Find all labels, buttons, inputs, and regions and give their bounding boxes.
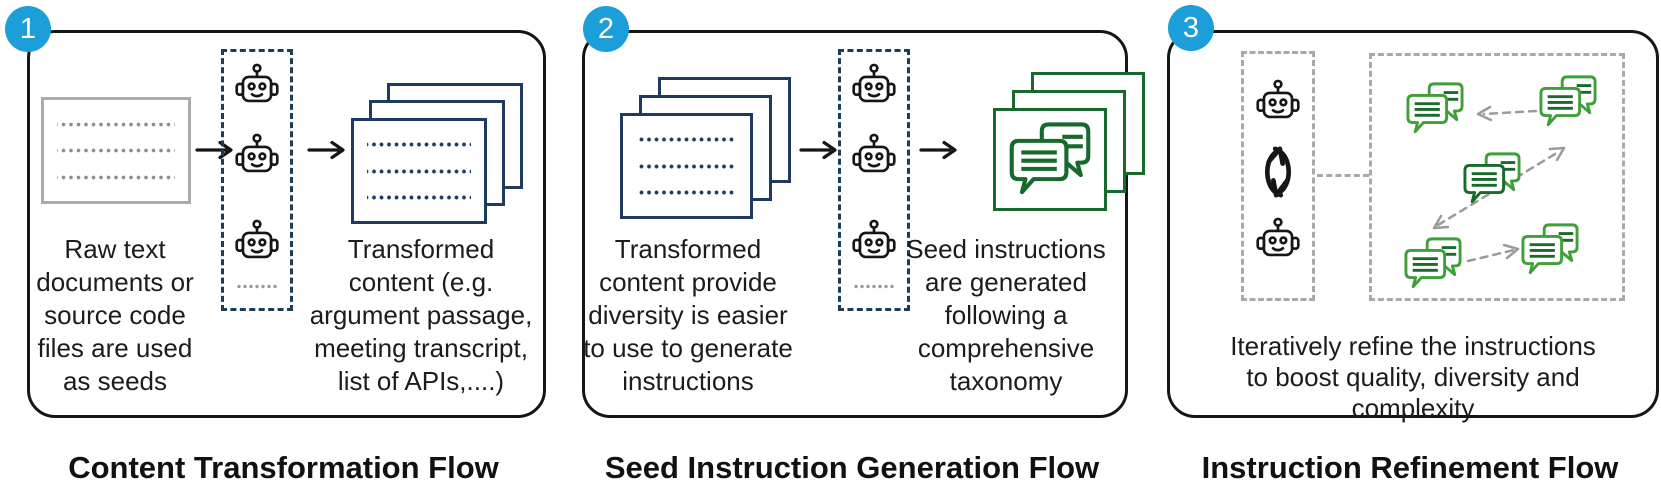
seed-instructions-label: Seed instructions are generated followin… bbox=[886, 233, 1126, 398]
robot-icon bbox=[232, 132, 282, 180]
label-line: documents or bbox=[36, 267, 194, 297]
robot-icon bbox=[849, 132, 899, 180]
robot-icon bbox=[849, 62, 899, 110]
label-line: are generated bbox=[925, 267, 1087, 297]
refiner-agents-box bbox=[1241, 51, 1315, 301]
robot-icon bbox=[1253, 216, 1303, 264]
arrow-right-icon bbox=[798, 139, 840, 161]
step-1-badge: 1 bbox=[5, 6, 51, 52]
doc-text-dots bbox=[57, 148, 175, 153]
dashed-connector bbox=[1317, 174, 1369, 177]
stack-sheet bbox=[351, 118, 487, 224]
label-line: following a bbox=[944, 300, 1068, 330]
arrow-right-icon bbox=[918, 139, 960, 161]
panel-seed-instruction-generation: Transformed content provide diversity is… bbox=[582, 30, 1145, 418]
doc-text-dots bbox=[636, 163, 737, 169]
transformed-content-label: Transformed content (e.g. argument passa… bbox=[296, 233, 546, 398]
label-line: Transformed bbox=[614, 234, 762, 264]
label-line: source code bbox=[44, 300, 186, 330]
chat-pair-icon bbox=[1401, 235, 1465, 293]
chat-pair-icon bbox=[1536, 73, 1600, 131]
label-line: Raw text bbox=[64, 234, 166, 264]
doc-text-dots bbox=[636, 189, 737, 195]
ellipsis-dots bbox=[853, 284, 895, 289]
doc-text-dots bbox=[367, 168, 471, 174]
chat-pair-icon bbox=[1460, 150, 1524, 208]
ellipsis-dots bbox=[236, 284, 278, 289]
stack-sheet bbox=[620, 113, 753, 219]
caption-instruction-refinement: Instruction Refinement Flow bbox=[1201, 450, 1619, 485]
label-line: content provide bbox=[599, 267, 777, 297]
label-line: to boost quality, diversity and bbox=[1246, 362, 1580, 392]
robot-icon bbox=[1253, 78, 1303, 126]
stack-sheet bbox=[993, 108, 1107, 211]
label-line: comprehensive bbox=[917, 333, 1095, 363]
label-line: meeting transcript, bbox=[314, 333, 528, 363]
instruction-graph-box bbox=[1369, 53, 1625, 301]
label-line: complexity bbox=[1351, 393, 1475, 423]
label-line: diversity is easier bbox=[588, 300, 788, 330]
chat-pair-icon bbox=[1403, 80, 1467, 138]
seed-docs-label: Raw text documents or source code files … bbox=[15, 233, 215, 398]
panel-content-transformation: Raw text documents or source code files … bbox=[27, 30, 546, 418]
doc-text-dots bbox=[367, 194, 471, 200]
label-line: content (e.g. bbox=[348, 267, 494, 297]
cycle-refresh-icon bbox=[1252, 142, 1304, 202]
label-line: Seed instructions bbox=[906, 234, 1106, 264]
dashed-arrow-icon bbox=[1482, 109, 1538, 116]
doc-text-dots bbox=[57, 121, 175, 127]
label-line: to use to generate bbox=[583, 333, 793, 363]
robot-icon bbox=[232, 62, 282, 110]
robot-icon bbox=[232, 218, 282, 266]
doc-text-dots bbox=[636, 137, 737, 143]
label-line: taxonomy bbox=[949, 366, 1063, 396]
label-line: list of APIs,....) bbox=[337, 366, 505, 396]
doc-text-dots bbox=[57, 174, 175, 180]
raw-document-icon bbox=[41, 97, 191, 204]
chat-pair-icon bbox=[1518, 221, 1582, 279]
refinement-label: Iteratively refine the instructions to b… bbox=[1175, 331, 1651, 424]
caption-seed-instruction-generation: Seed Instruction Generation Flow bbox=[604, 450, 1100, 485]
step-3-badge: 3 bbox=[1168, 5, 1214, 51]
dashed-arrow-icon bbox=[1466, 248, 1516, 263]
doc-text-dots bbox=[367, 142, 471, 148]
label-line: Iteratively refine the instructions bbox=[1230, 331, 1596, 361]
label-line: Transformed bbox=[347, 234, 495, 264]
label-line: files are used bbox=[37, 333, 193, 363]
label-line: argument passage, bbox=[309, 300, 533, 330]
label-line: as seeds bbox=[62, 366, 168, 396]
llm-agents-box bbox=[221, 49, 293, 311]
chat-pair-icon bbox=[1006, 119, 1094, 201]
arrow-right-icon bbox=[306, 139, 348, 161]
label-line: instructions bbox=[622, 366, 754, 396]
input-content-label: Transformed content provide diversity is… bbox=[568, 233, 808, 398]
panel-instruction-refinement: Iteratively refine the instructions to b… bbox=[1167, 30, 1659, 423]
llm-agents-box bbox=[838, 49, 910, 311]
caption-content-transformation: Content Transformation Flow bbox=[68, 450, 499, 485]
step-2-badge: 2 bbox=[583, 6, 629, 52]
